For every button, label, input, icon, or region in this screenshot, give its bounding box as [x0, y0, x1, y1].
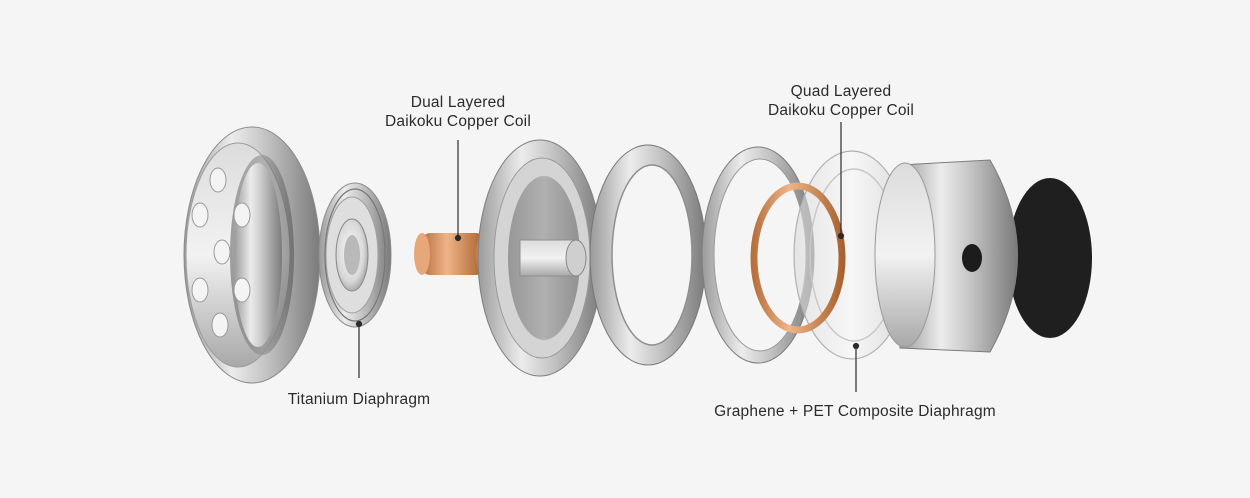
graphene-callout-dot: [852, 342, 860, 350]
magnet-frame-part: [477, 139, 603, 377]
quad-coil-label-line1: Quad Layered: [790, 83, 892, 100]
dual-coil-callout-dot: [454, 234, 462, 242]
rear-housing-part: [874, 159, 1092, 353]
titanium-callout-dot: [355, 320, 363, 328]
dual-coil-label: Dual Layered Daikoku Copper Coil: [370, 93, 546, 131]
graphene-diaphragm-label: Graphene + PET Composite Diaphragm: [714, 403, 996, 420]
quad-coil-label: Quad Layered Daikoku Copper Coil: [752, 82, 930, 120]
thick-ring-part: [589, 144, 707, 366]
titanium-diaphragm-label: Titanium Diaphragm: [287, 391, 431, 408]
quad-coil-callout-dot: [837, 232, 845, 240]
dual-coil-label-line1: Dual Layered: [410, 94, 506, 111]
thin-ring-part: [701, 146, 815, 364]
titanium-diaphragm-part: [318, 182, 392, 328]
front-cover-part: [183, 126, 321, 384]
dual-coil-label-line2: Daikoku Copper Coil: [385, 113, 531, 130]
callout-lines: [355, 122, 860, 392]
quad-coil-label-line2: Daikoku Copper Coil: [768, 102, 914, 119]
